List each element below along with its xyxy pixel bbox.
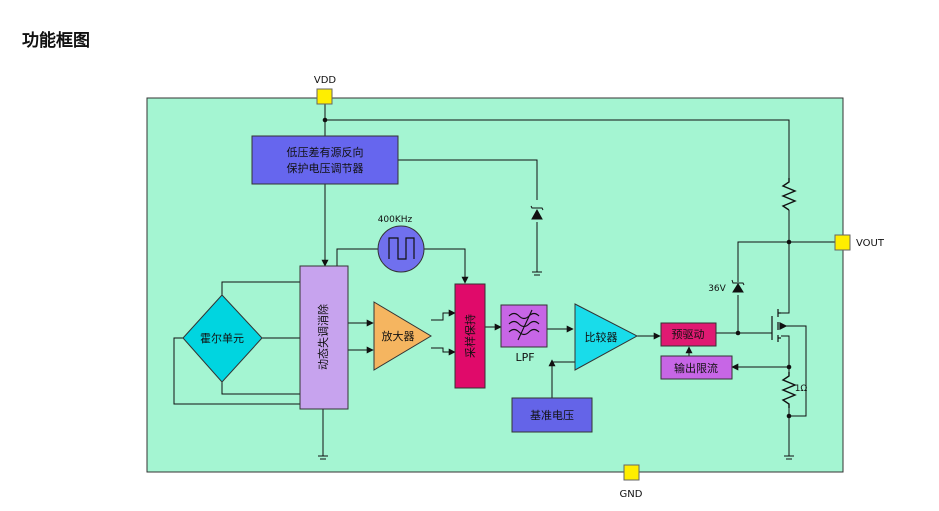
vdd-label: VDD [314, 75, 337, 86]
pullup-resistor-icon [781, 178, 797, 211]
comparator-label: 比较器 [585, 330, 618, 344]
lpf-block [500, 304, 548, 348]
lpf-filter-icon [508, 309, 540, 341]
clock-source [377, 225, 425, 273]
square-wave-icon [388, 237, 415, 260]
amplifier [373, 301, 432, 371]
vout-label: VOUT [856, 238, 885, 249]
predriver-block [660, 322, 717, 347]
comparator [574, 303, 639, 371]
current-limit-label: 输出限流 [674, 361, 718, 375]
amplifier-label: 放大器 [382, 329, 415, 343]
gnd-label: GND [620, 489, 643, 500]
ldo-label-line1: 低压差有源反向 [287, 145, 364, 159]
ldo-label-line2: 保护电压调节器 [287, 161, 364, 175]
zener-diode-icon [530, 205, 544, 220]
gnd-pin [623, 464, 640, 481]
zener-36v-icon [731, 279, 745, 293]
vdd-pin [316, 88, 333, 105]
reference-label: 基准电压 [530, 409, 574, 422]
chopper-block [299, 265, 349, 410]
reference-block [511, 397, 593, 433]
wires [173, 104, 835, 456]
current-limit-block [660, 355, 733, 380]
predriver-label: 预驱动 [672, 328, 705, 341]
sense-resistor-icon [781, 372, 797, 408]
clock-label: 400KHz [378, 215, 413, 225]
zener-label: 36V [708, 284, 726, 294]
chopper-label: 动态失调消除 [316, 304, 330, 370]
lpf-label: LPF [515, 351, 534, 364]
sample-hold-block [454, 283, 486, 389]
hall-label: 霍尔单元 [200, 332, 244, 345]
junction-dots [322, 117, 792, 419]
page-title: 功能框图 [22, 31, 90, 51]
sense-resistor-label: 1Ω [795, 384, 808, 394]
sample-hold-label: 采样保持 [463, 314, 477, 358]
ground-symbols [318, 271, 794, 460]
vout-pin [834, 234, 851, 251]
ldo-block [251, 135, 399, 185]
mosfet-icon [771, 309, 788, 342]
hall-element [182, 294, 263, 383]
